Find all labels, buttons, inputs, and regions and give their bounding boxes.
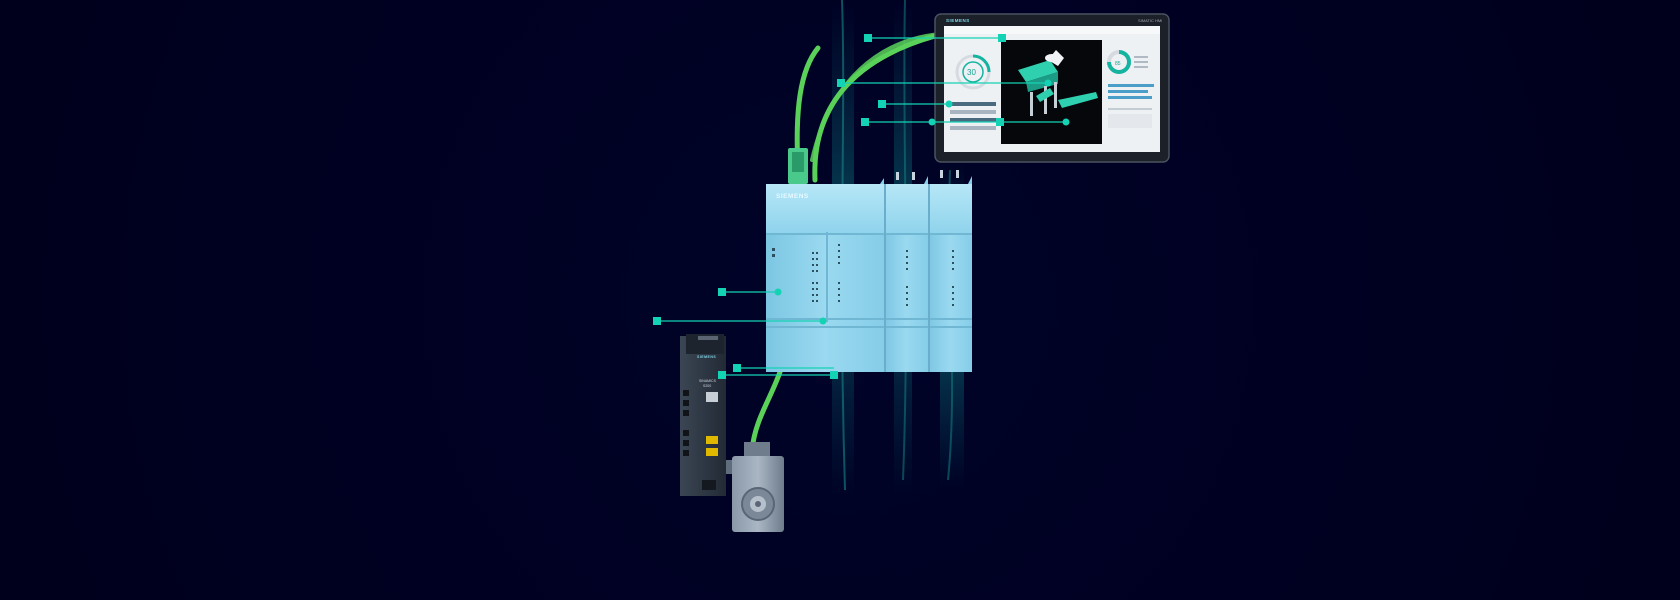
hotspot-plc-cpu[interactable] xyxy=(718,288,782,296)
hotspot-drive[interactable] xyxy=(718,364,838,379)
ethernet-connector xyxy=(788,148,808,184)
hotspot-network-top[interactable] xyxy=(864,34,1006,42)
hotspot-plc-io[interactable] xyxy=(653,317,827,325)
hmi-brand-label: SIEMENS xyxy=(946,18,970,23)
hotspot-hmi-1[interactable] xyxy=(837,79,1052,87)
drive-product-line1: SINAMICS xyxy=(699,379,717,383)
plc-controller: SIEMENS xyxy=(766,170,972,372)
sinamics-drive: SIEMENS SINAMICS S200 xyxy=(680,334,726,496)
hmi-panel: SIEMENS SIMATIC HMI 30 85 xyxy=(934,13,1170,163)
servo-motor-icon xyxy=(726,442,784,532)
hotspot-hmi-4[interactable] xyxy=(996,118,1070,126)
machine-render xyxy=(1018,50,1098,116)
hotspot-lines xyxy=(657,37,1066,376)
hmi-product-label: SIMATIC HMI xyxy=(1138,18,1162,23)
hmi-gauge-value: 30 xyxy=(967,68,976,77)
drive-product-line2: S200 xyxy=(703,384,711,388)
drive-brand-label: SIEMENS xyxy=(697,355,716,359)
hotspot-hmi-2[interactable] xyxy=(878,100,953,108)
plc-brand-label: SIEMENS xyxy=(776,193,809,200)
hmi-donut-value: 85 xyxy=(1115,61,1121,67)
hotspot-hmi-3[interactable] xyxy=(861,118,936,126)
